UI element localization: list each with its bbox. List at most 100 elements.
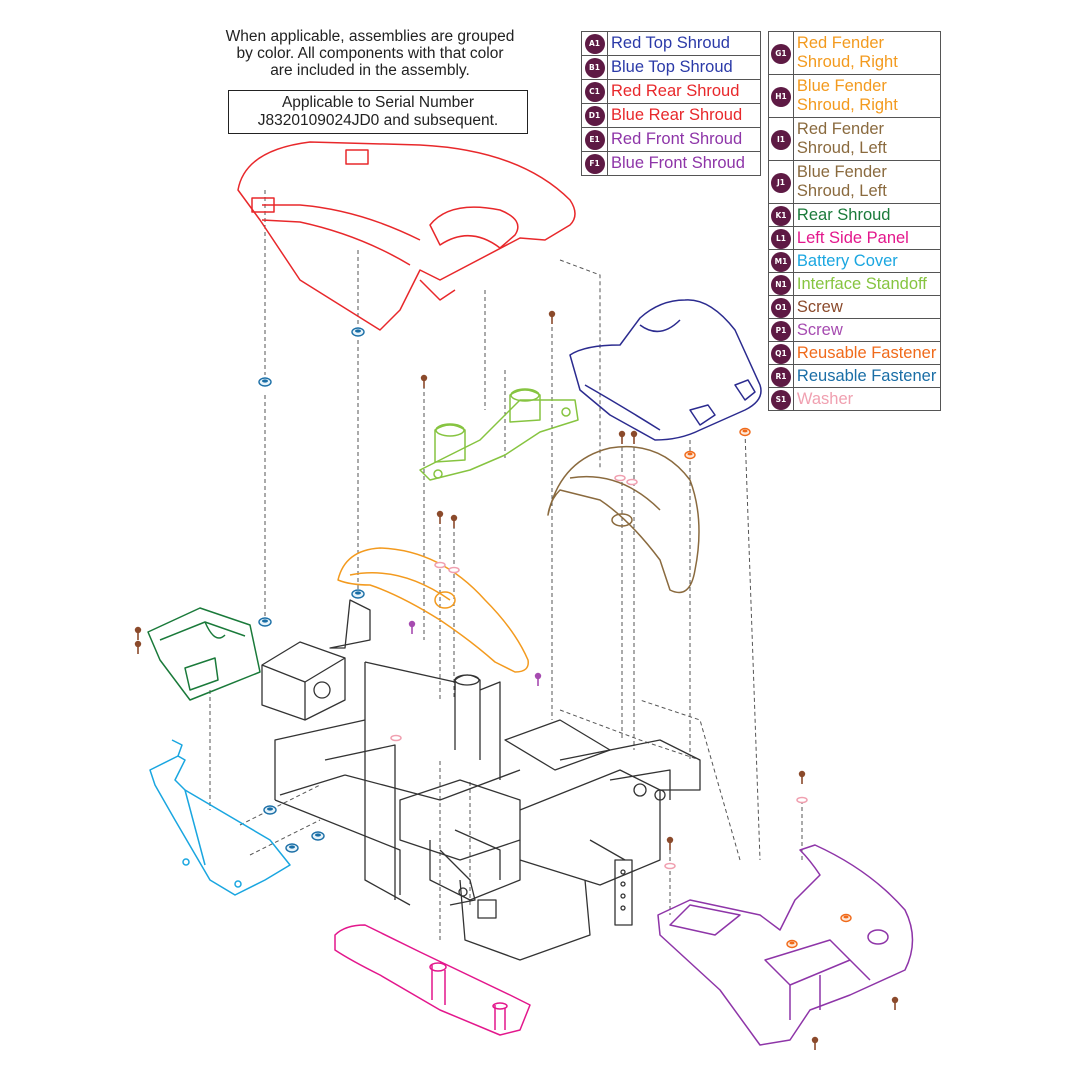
side-panel-post [494, 1005, 506, 1030]
legend-label-cell: Washer [792, 387, 942, 411]
legend-label-cell: Battery Cover [792, 249, 942, 273]
legend-badge-cell: S1 [768, 387, 794, 411]
legend-label: Red Top Shroud [611, 34, 730, 52]
rear-shroud-notch [204, 621, 226, 639]
battery-tray-hole [313, 681, 331, 699]
washer-icon [796, 796, 808, 804]
serial-number-box: Applicable to Serial Number J8320109024J… [228, 90, 528, 134]
standoff-boss [509, 389, 541, 423]
left-side-panel [334, 924, 531, 1036]
screw-icon [134, 626, 142, 640]
fastener-icon [351, 589, 365, 599]
front-shroud-hole [867, 929, 889, 945]
frame-lower-link [589, 839, 626, 861]
battery-tray-edge [261, 657, 346, 683]
washer-icon [664, 862, 676, 870]
washer-icon [626, 478, 638, 486]
serial-number-line: J8320109024JD0 and subsequent. [257, 112, 499, 129]
screw-icon [548, 310, 556, 324]
part-id-badge: R1 [770, 366, 791, 387]
legend-badge-cell: R1 [768, 364, 794, 388]
fastener-icon [285, 843, 299, 853]
legend-label: Battery Cover [796, 251, 898, 270]
legend-badge-cell: K1 [768, 203, 794, 227]
frame-side [274, 799, 401, 895]
legend-label: Blue Front Shroud [611, 154, 745, 172]
legend-label-cell: Blue Front Shroud [607, 151, 761, 176]
legend-label: Red Fender [796, 120, 885, 138]
part-id-badge: O1 [770, 297, 791, 318]
part-id-badge: M1 [770, 251, 791, 272]
washer-icon [434, 561, 446, 569]
part-id-badge: F1 [584, 154, 605, 174]
seat-post [454, 674, 481, 760]
frame-right-arm [519, 769, 661, 886]
fastener-icon [684, 450, 696, 460]
legend-label: Screw [796, 320, 843, 339]
legend-label: Rear Shroud [796, 205, 891, 224]
hardware-group [134, 310, 899, 1050]
assembly-note-line: by color. All components with that color [236, 45, 504, 62]
fastener-icon [258, 377, 272, 387]
frame-plate [344, 769, 521, 801]
legend-badge-cell: B1 [581, 55, 608, 80]
screw-icon [891, 996, 899, 1010]
legend-label: Red Front Shroud [611, 130, 743, 148]
legend-badge-cell: A1 [581, 31, 608, 56]
washer-icon [614, 474, 626, 482]
leader-line [559, 259, 601, 470]
legend-label-cell: Red Top Shroud [607, 31, 761, 56]
frame-tube-end [477, 899, 497, 919]
top-shroud-tab [419, 279, 456, 301]
seat-post-top [454, 674, 480, 686]
battery-cover-edge [184, 789, 206, 866]
legend-label: Shroud, Left [796, 139, 887, 157]
legend-label: Shroud, Right [796, 96, 898, 114]
screw-icon [420, 374, 428, 388]
assembly-note-line: are included in the assembly. [270, 62, 470, 79]
frame-adjust-hole [620, 869, 626, 875]
front-shroud-vent [669, 904, 741, 936]
legend-badge-cell: F1 [581, 151, 608, 176]
legend-row-f1: F1 Blue Front Shroud [581, 151, 761, 176]
fender-right-outline [337, 547, 529, 673]
top-shroud-ridge [262, 204, 421, 241]
front-shroud-outline [657, 844, 914, 1046]
legend-badge-cell: Q1 [768, 341, 794, 365]
legend-label-cell: Blue Rear Shroud [607, 103, 761, 128]
assembly-note: When applicable, assemblies are grouped … [200, 28, 540, 79]
top-shroud-cutout [429, 206, 519, 249]
fender-left-ridge [569, 475, 661, 511]
leader-line [239, 784, 321, 826]
front-shroud-rib [789, 975, 821, 1020]
rear-shroud-edge [159, 621, 246, 641]
rear-shroud-cutout [184, 657, 219, 691]
part-id-badge: L1 [770, 228, 791, 249]
legend-badge-cell: E1 [581, 127, 608, 152]
screw-icon [134, 640, 142, 654]
standoff-boss-top [435, 423, 465, 437]
washer-icon [448, 566, 460, 574]
screw-icon [798, 770, 806, 784]
legend-label: Shroud, Left [796, 182, 887, 200]
legend-label: Blue Fender [796, 77, 887, 95]
legend-label: Blue Top Shroud [611, 58, 733, 76]
standoff-hole [561, 407, 571, 417]
side-panel-outline [334, 924, 531, 1036]
frame-adjust-hole [620, 881, 626, 887]
legend-label: Red Rear Shroud [611, 82, 740, 100]
washer-icon [390, 734, 402, 742]
part-id-badge: H1 [770, 86, 791, 107]
